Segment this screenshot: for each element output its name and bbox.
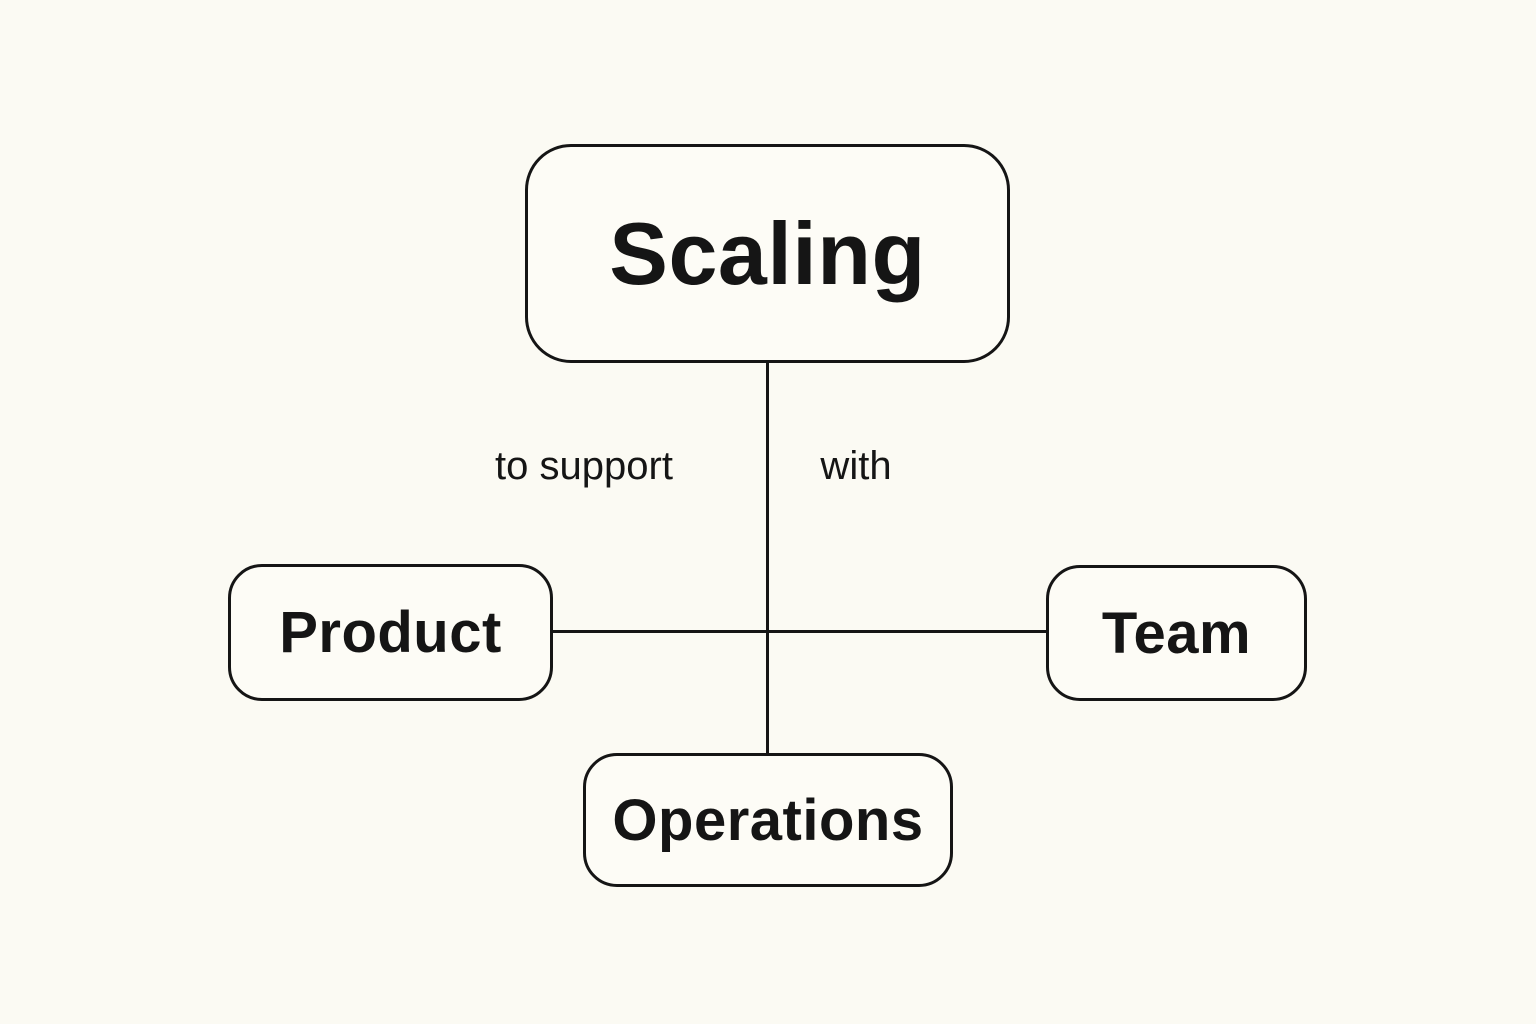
edge-label-with: with (820, 444, 892, 488)
node-operations-label: Operations (612, 787, 924, 853)
node-operations: Operations (583, 753, 953, 887)
node-scaling-label: Scaling (609, 203, 926, 303)
edge-product-team (552, 630, 1047, 633)
node-product-label: Product (279, 600, 502, 665)
node-scaling: Scaling (525, 144, 1010, 363)
node-team: Team (1046, 565, 1307, 701)
node-product: Product (228, 564, 553, 701)
edge-label-to-support: to support (495, 444, 673, 488)
node-team-label: Team (1101, 600, 1252, 666)
edge-scaling-operations (766, 362, 769, 754)
